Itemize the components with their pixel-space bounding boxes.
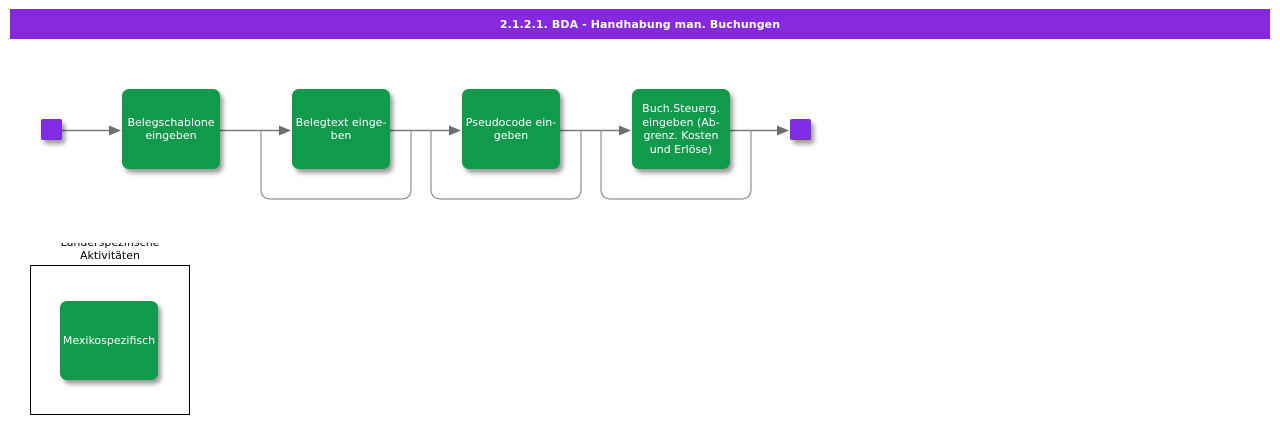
diagram-title: 2.1.2.1. BDA - Handhabung man. Buchungen — [499, 17, 781, 31]
arrowhead-icon — [619, 125, 631, 136]
loop-connector-task2 — [260, 130, 412, 200]
task-label: Belegschablone eingeben — [127, 115, 215, 143]
task-pseudocode-eingeben[interactable]: Pseudocode ein- geben — [462, 89, 560, 169]
arrowhead-icon — [449, 125, 461, 136]
task-label: Mexikospezifisch — [62, 333, 156, 347]
task-label: Belegtext einge- ben — [295, 115, 387, 143]
task-belegtext-eingeben[interactable]: Belegtext einge- ben — [292, 89, 390, 169]
arrowhead-icon — [777, 125, 789, 136]
task-buchsteuerg-eingeben[interactable]: Buch.Steuerg. eingeben (Ab- grenz. Koste… — [632, 89, 730, 169]
loop-connector-task4 — [600, 130, 752, 200]
start-event-node — [41, 119, 62, 140]
task-label: Pseudocode ein- geben — [465, 115, 557, 143]
arrowhead-icon — [279, 125, 291, 136]
country-section-label: Länderspezifische Aktivitäten — [61, 243, 160, 262]
loop-connector-task3 — [430, 130, 582, 200]
diagram-title-bar: 2.1.2.1. BDA - Handhabung man. Buchungen — [10, 9, 1270, 39]
arrowhead-icon — [109, 125, 121, 136]
task-belegschablone-eingeben[interactable]: Belegschablone eingeben — [122, 89, 220, 169]
task-label: Buch.Steuerg. eingeben (Ab- grenz. Koste… — [642, 102, 720, 156]
task-mexikospezifisch[interactable]: Mexikospezifisch — [60, 301, 158, 380]
end-event-node — [790, 119, 811, 140]
